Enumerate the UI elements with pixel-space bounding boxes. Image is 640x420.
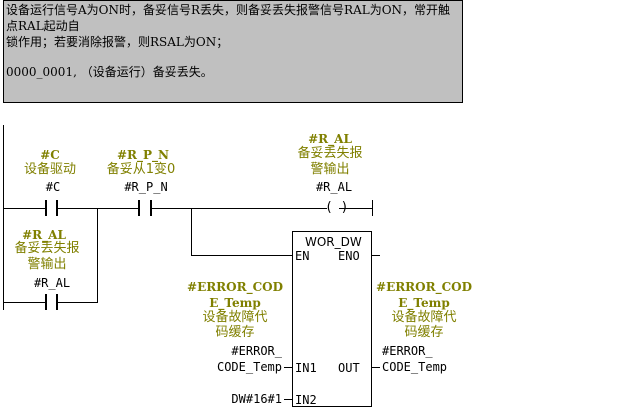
wor-dw-block[interactable]: WOR_DW EN ENO IN1 OUT IN2 [292, 231, 372, 407]
contact-rpn-operand[interactable]: #R_P_N [124, 180, 168, 194]
contact-c-comment: 设备驱动 [23, 162, 77, 177]
in2-stub [284, 399, 292, 400]
contact-c-operand[interactable]: #C [45, 180, 61, 194]
contact-r-p-n[interactable] [137, 200, 152, 216]
in1-stub [284, 367, 292, 368]
contact-r-al[interactable] [44, 294, 58, 310]
in1-comment-2: 码缓存 [215, 325, 255, 340]
wire [151, 208, 327, 209]
left-power-rail [3, 125, 4, 310]
contact-rpn-comment: 备妥从1变0 [106, 162, 176, 177]
coil-ral-symbol: #R_AL [308, 132, 352, 146]
in1-symbol-2: E_Temp [209, 296, 261, 310]
wire [57, 302, 98, 303]
wire [191, 255, 292, 256]
coil-ral-comment-1: 备妥丢失报 [297, 146, 363, 161]
pin-eno: ENO [338, 249, 360, 263]
branch-vertical [97, 208, 98, 303]
coil-ral-comment-2: 警输出 [310, 162, 350, 177]
pin-in1: IN1 [295, 361, 317, 375]
contact-ral-operand[interactable]: #R_AL [33, 276, 71, 290]
out-operand-2[interactable]: CODE_Temp [382, 360, 448, 374]
comment-line-2: 锁作用；若要消除报警，则RSAL为ON； [6, 35, 229, 49]
out-comment-1: 设备故障代 [391, 310, 457, 325]
in2-value[interactable]: DW#16#1 [231, 392, 282, 406]
contact-c-symbol: #C [40, 148, 60, 162]
coil-r-al[interactable]: ( ) [325, 200, 349, 215]
out-operand-1[interactable]: #ERROR_ [382, 344, 433, 358]
contact-c[interactable] [44, 200, 58, 216]
pin-en: EN [295, 249, 310, 263]
out-symbol-2: E_Temp [398, 296, 450, 310]
in1-operand-1[interactable]: #ERROR_ [231, 344, 282, 358]
contact-rpn-symbol: #R_P_N [116, 148, 170, 162]
coil-end-bar [372, 200, 373, 216]
out-comment-2: 码缓存 [404, 325, 444, 340]
contact-ral-comment-1: 备妥丢失报 [14, 241, 80, 256]
eno-stub [372, 255, 380, 256]
comment-line-3: 0000_0001, （设备运行）备妥丢失。 [6, 65, 213, 79]
comment-line-1: 设备运行信号A为ON时，备妥信号R丢失，则备妥丢失报警信号RAL为ON，常开触点… [6, 3, 451, 33]
contact-ral-comment-2: 警输出 [27, 257, 67, 272]
block-title: WOR_DW [305, 235, 362, 249]
pin-out: OUT [338, 361, 360, 375]
network-comment[interactable]: 设备运行信号A为ON时，备妥信号R丢失，则备妥丢失报警信号RAL为ON，常开触点… [3, 0, 463, 103]
branch-vertical [191, 208, 192, 256]
out-stub [372, 367, 380, 368]
contact-ral-symbol: #R_AL [22, 228, 66, 242]
wire [339, 208, 372, 209]
out-symbol-1: #ERROR_COD [376, 280, 472, 294]
wire [3, 208, 45, 209]
in1-operand-2[interactable]: CODE_Temp [216, 360, 282, 374]
pin-in2: IN2 [295, 393, 317, 407]
in1-symbol-1: #ERROR_COD [187, 280, 283, 294]
wire [3, 302, 45, 303]
coil-ral-operand[interactable]: #R_AL [315, 180, 353, 194]
in1-comment-1: 设备故障代 [202, 310, 268, 325]
